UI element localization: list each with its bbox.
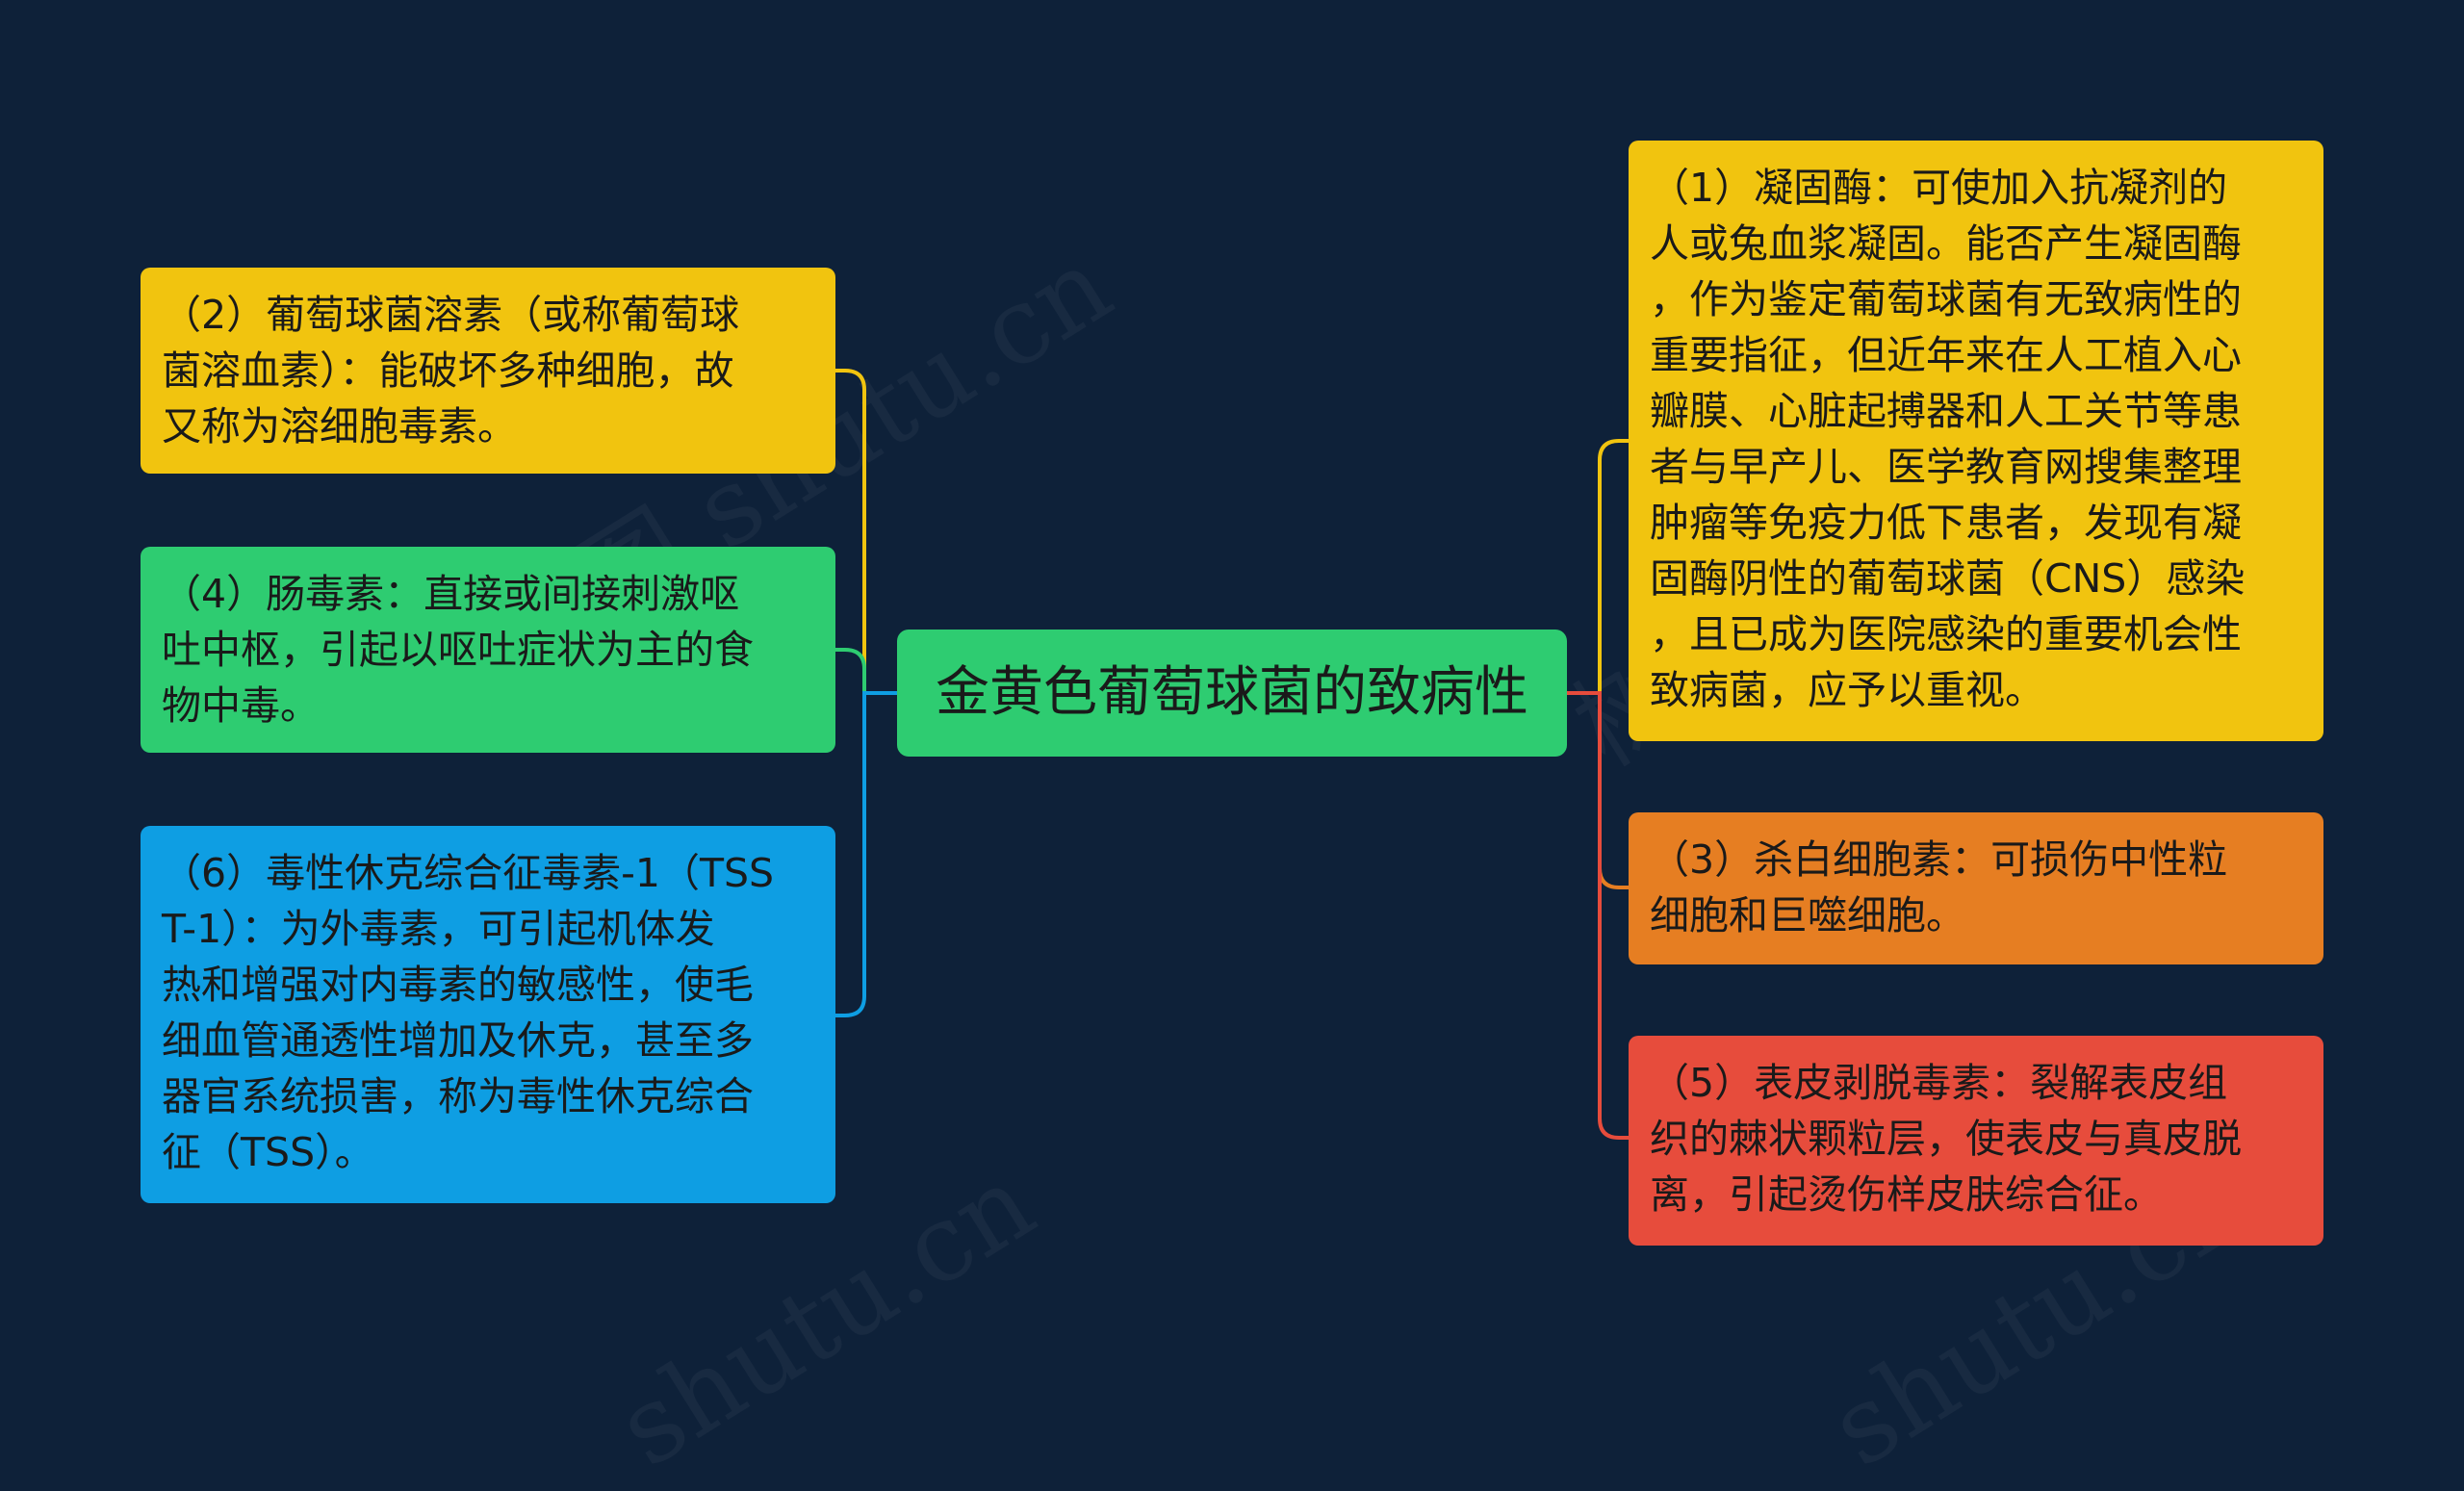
topic-node-exfoliative-toxin[interactable]: （5）表皮剥脱毒素：裂解表皮组 织的棘状颗粒层，使表皮与真皮脱 离，引起烫伤样皮… (1629, 1036, 2323, 1246)
connector-left-top (835, 369, 897, 695)
topic-node-tsst1[interactable]: （6）毒性休克综合征毒素-1（TSS T-1）：为外毒素，可引起机体发 热和增强… (141, 826, 835, 1203)
topic-node-hemolysin[interactable]: （2）葡萄球菌溶素（或称葡萄球 菌溶血素）：能破坏多种细胞，故 又称为溶细胞毒素… (141, 268, 835, 474)
connector-right-bottom (1567, 691, 1629, 1140)
central-topic[interactable]: 金黄色葡萄球菌的致病性 (897, 630, 1567, 757)
connector-left-bottom (835, 691, 897, 1017)
mind-map-canvas: 树图 shutu.cn 树图 shutu.cn shutu.cn shutu.c… (141, 141, 2323, 1491)
connector-right-top (1567, 439, 1629, 695)
topic-node-coagulase[interactable]: （1）凝固酶：可使加入抗凝剂的 人或兔血浆凝固。能否产生凝固酶 ，作为鉴定葡萄球… (1629, 141, 2323, 741)
topic-node-enterotoxin[interactable]: （4）肠毒素：直接或间接刺激呕 吐中枢，引起以呕吐症状为主的食 物中毒。 (141, 547, 835, 753)
topic-node-leukocidin[interactable]: （3）杀白细胞素：可损伤中性粒 细胞和巨噬细胞。 (1629, 812, 2323, 964)
connector-left-mid (835, 648, 897, 695)
connector-lines (835, 369, 1629, 1140)
